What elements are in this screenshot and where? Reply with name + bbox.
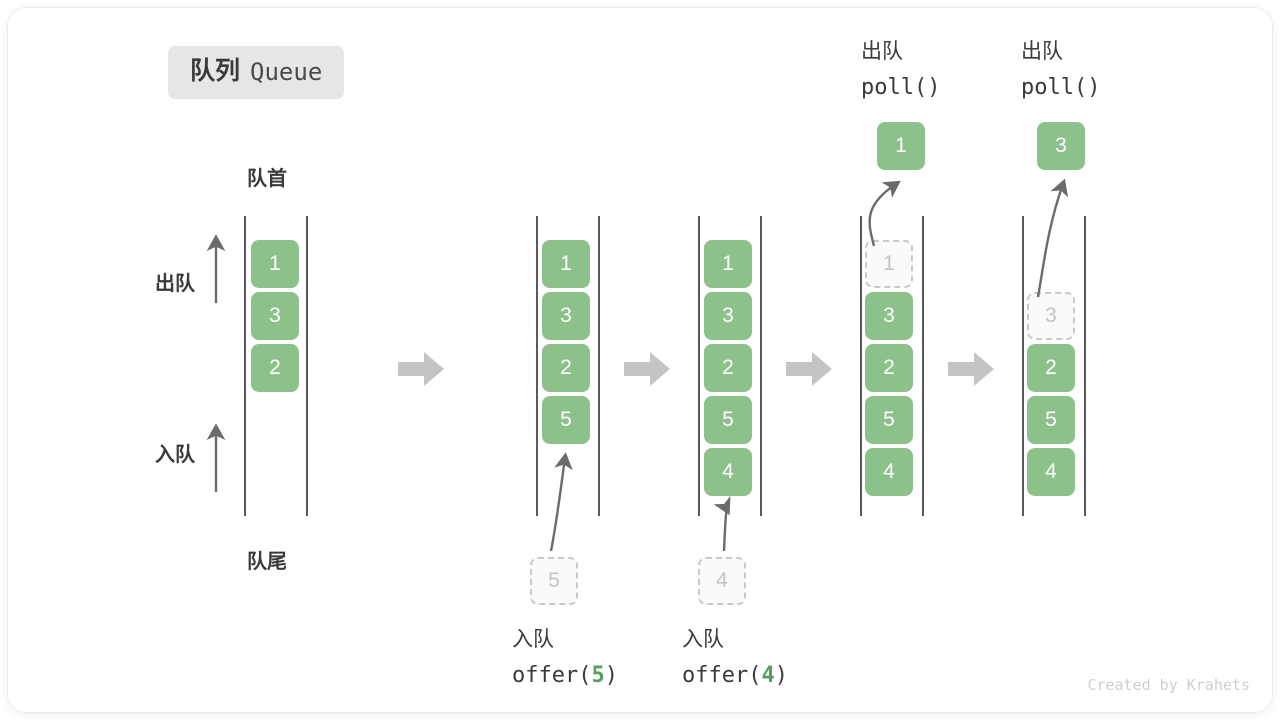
separator-arrow-icon	[398, 352, 444, 386]
queue-cell: 1	[251, 240, 299, 288]
offer4-flow-arrow-icon	[713, 495, 731, 552]
queue-rail-left-0	[244, 216, 246, 516]
offer5-flow-arrow-icon	[549, 452, 573, 552]
queue-rail-left-2	[698, 216, 700, 516]
queue-cell: 1	[542, 240, 590, 288]
caption-offer5-line1: 入队	[512, 628, 554, 651]
queue-rail-left-1	[536, 216, 538, 516]
poll1-flow-arrow-icon	[868, 180, 901, 247]
queue-cell-ghost: 3	[1027, 292, 1075, 340]
caption-poll2: 出队 poll()	[1021, 38, 1100, 102]
queue-cell: 1	[704, 240, 752, 288]
queue-cell: 3	[704, 292, 752, 340]
popped-cell: 3	[1037, 122, 1085, 170]
queue-rail-right-0	[306, 216, 308, 516]
watermark: Created by Krahets	[1087, 676, 1250, 694]
dequeue-direction-label: 出队	[155, 273, 195, 295]
offer4-call-text: offer(	[682, 662, 762, 688]
queue-rail-right-2	[760, 216, 762, 516]
caption-poll2-line1: 出队	[1021, 40, 1063, 63]
queue-rail-left-3	[860, 216, 862, 516]
queue-cell: 3	[542, 292, 590, 340]
queue-rail-right-4	[1084, 216, 1086, 516]
queue-rail-left-4	[1022, 216, 1024, 516]
queue-cell: 2	[251, 344, 299, 392]
caption-poll1: 出队 poll()	[861, 38, 940, 102]
caption-offer4-call: offer(4)	[682, 661, 788, 690]
separator-arrow-icon	[786, 352, 832, 386]
offer4-close: )	[774, 662, 788, 688]
caption-offer5-call: offer(5)	[512, 661, 618, 690]
queue-cell: 3	[251, 292, 299, 340]
queue-rail-right-3	[922, 216, 924, 516]
queue-cell: 3	[865, 292, 913, 340]
offer5-close: )	[604, 662, 618, 688]
title-en: Queue	[250, 57, 323, 86]
separator-arrow-icon	[624, 352, 670, 386]
poll2-flow-arrow-icon	[1036, 178, 1069, 298]
caption-offer5: 入队 offer(5)	[512, 626, 618, 690]
queue-cell: 2	[865, 344, 913, 392]
caption-poll2-call: poll()	[1021, 74, 1101, 100]
enqueue-direction-label: 入队	[155, 444, 195, 466]
caption-poll1-call: poll()	[861, 74, 941, 100]
queue-cell: 5	[1027, 396, 1075, 444]
incoming-ghost-cell: 5	[530, 557, 578, 605]
title-cn: 队列	[190, 57, 241, 85]
queue-cell: 5	[865, 396, 913, 444]
queue-tail-label: 队尾	[247, 551, 287, 573]
queue-cell-ghost: 1	[865, 240, 913, 288]
popped-cell: 1	[877, 122, 925, 170]
diagram-title-badge: 队列 Queue	[168, 46, 345, 99]
offer5-call-text: offer(	[512, 662, 592, 688]
queue-head-label: 队首	[247, 168, 287, 190]
separator-arrow-icon	[948, 352, 994, 386]
incoming-ghost-cell: 4	[698, 557, 746, 605]
queue-cell: 4	[1027, 448, 1075, 496]
queue-cell: 4	[704, 448, 752, 496]
caption-poll1-line1: 出队	[861, 40, 903, 63]
queue-cell: 2	[704, 344, 752, 392]
offer5-value: 5	[591, 662, 605, 688]
caption-offer4-line1: 入队	[682, 628, 724, 651]
queue-cell: 5	[542, 396, 590, 444]
queue-cell: 5	[704, 396, 752, 444]
queue-cell: 2	[1027, 344, 1075, 392]
queue-cell: 4	[865, 448, 913, 496]
queue-rail-right-1	[598, 216, 600, 516]
caption-offer4: 入队 offer(4)	[682, 626, 788, 690]
offer4-value: 4	[761, 662, 775, 688]
queue-cell: 2	[542, 344, 590, 392]
